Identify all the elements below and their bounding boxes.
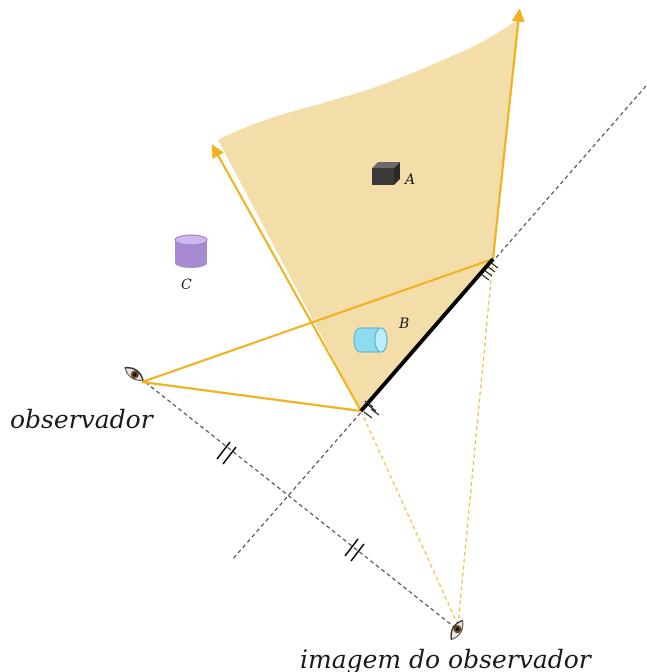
mirror-hatch-top [480,261,499,281]
eye-icon [450,619,464,641]
object-label-c: C [181,277,192,293]
ray-observer-to-mirror-top [141,257,494,384]
observer-image-line [139,377,459,631]
ray-observer-to-mirror-bottom [141,380,362,413]
observer-image-label: imagem do observador [300,645,593,672]
mirror-hatch-bottom [363,400,380,419]
mirror [359,257,495,413]
object-label-b: B [398,316,409,332]
cube-icon [372,162,400,185]
image-ray-upper [457,258,494,626]
reflected-ray-right [491,8,525,260]
vertical-cylinder-icon [174,234,208,268]
reflected-ray-left [211,144,362,412]
equal-distance-mark-2 [344,538,365,562]
horizontal-cylinder-icon [353,327,388,353]
observer-label: observador [10,405,155,434]
image-ray-lower [360,410,459,626]
equal-distance-mark-1 [216,441,237,465]
eye-icon [124,366,144,381]
object-label-a: A [403,172,415,188]
